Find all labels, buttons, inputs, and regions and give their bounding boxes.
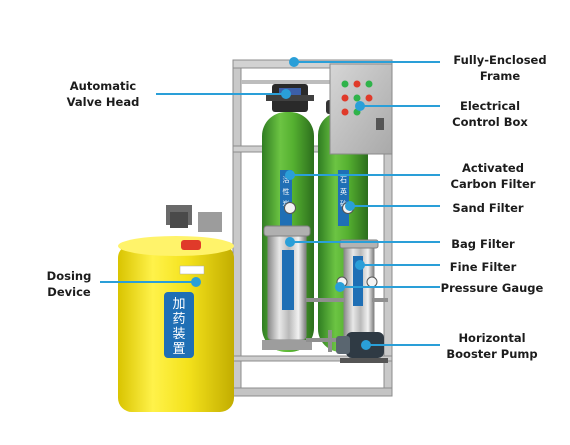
dosing-tank-char: 加 bbox=[172, 297, 185, 312]
dosing-tank-char: 装 bbox=[172, 327, 185, 342]
label-fine-filter: Fine Filter bbox=[449, 260, 517, 274]
svg-text:英: 英 bbox=[340, 187, 347, 196]
label-sand-filter: Sand Filter bbox=[452, 201, 524, 215]
svg-text:性: 性 bbox=[283, 187, 290, 196]
bag-filter-housing bbox=[262, 225, 312, 350]
label-carbon-filter: Activated Carbon Filter bbox=[450, 161, 536, 191]
svg-text:石: 石 bbox=[340, 176, 347, 184]
label-control-box: Electrical Control Box bbox=[452, 99, 528, 129]
label-frame: Fully-Enclosed Frame bbox=[453, 53, 547, 83]
label-bag-filter: Bag Filter bbox=[451, 237, 515, 251]
label-booster-pump: Horizontal Booster Pump bbox=[446, 331, 538, 361]
dosing-device: 加 药 装 置 bbox=[118, 205, 234, 412]
svg-text:砂: 砂 bbox=[340, 199, 347, 208]
automatic-valve-head bbox=[266, 84, 314, 112]
dosing-tank-char: 置 bbox=[172, 342, 185, 357]
label-valve-head: Automatic Valve Head bbox=[66, 79, 140, 109]
label-dosing-device: Dosing Device bbox=[46, 269, 92, 299]
carbon-tank-tag: 活 bbox=[283, 175, 290, 184]
label-pressure-gauge: Pressure Gauge bbox=[440, 281, 544, 295]
fine-filter-housing bbox=[339, 239, 379, 341]
leader-lines bbox=[100, 57, 440, 350]
dosing-tank-char: 药 bbox=[172, 312, 185, 327]
